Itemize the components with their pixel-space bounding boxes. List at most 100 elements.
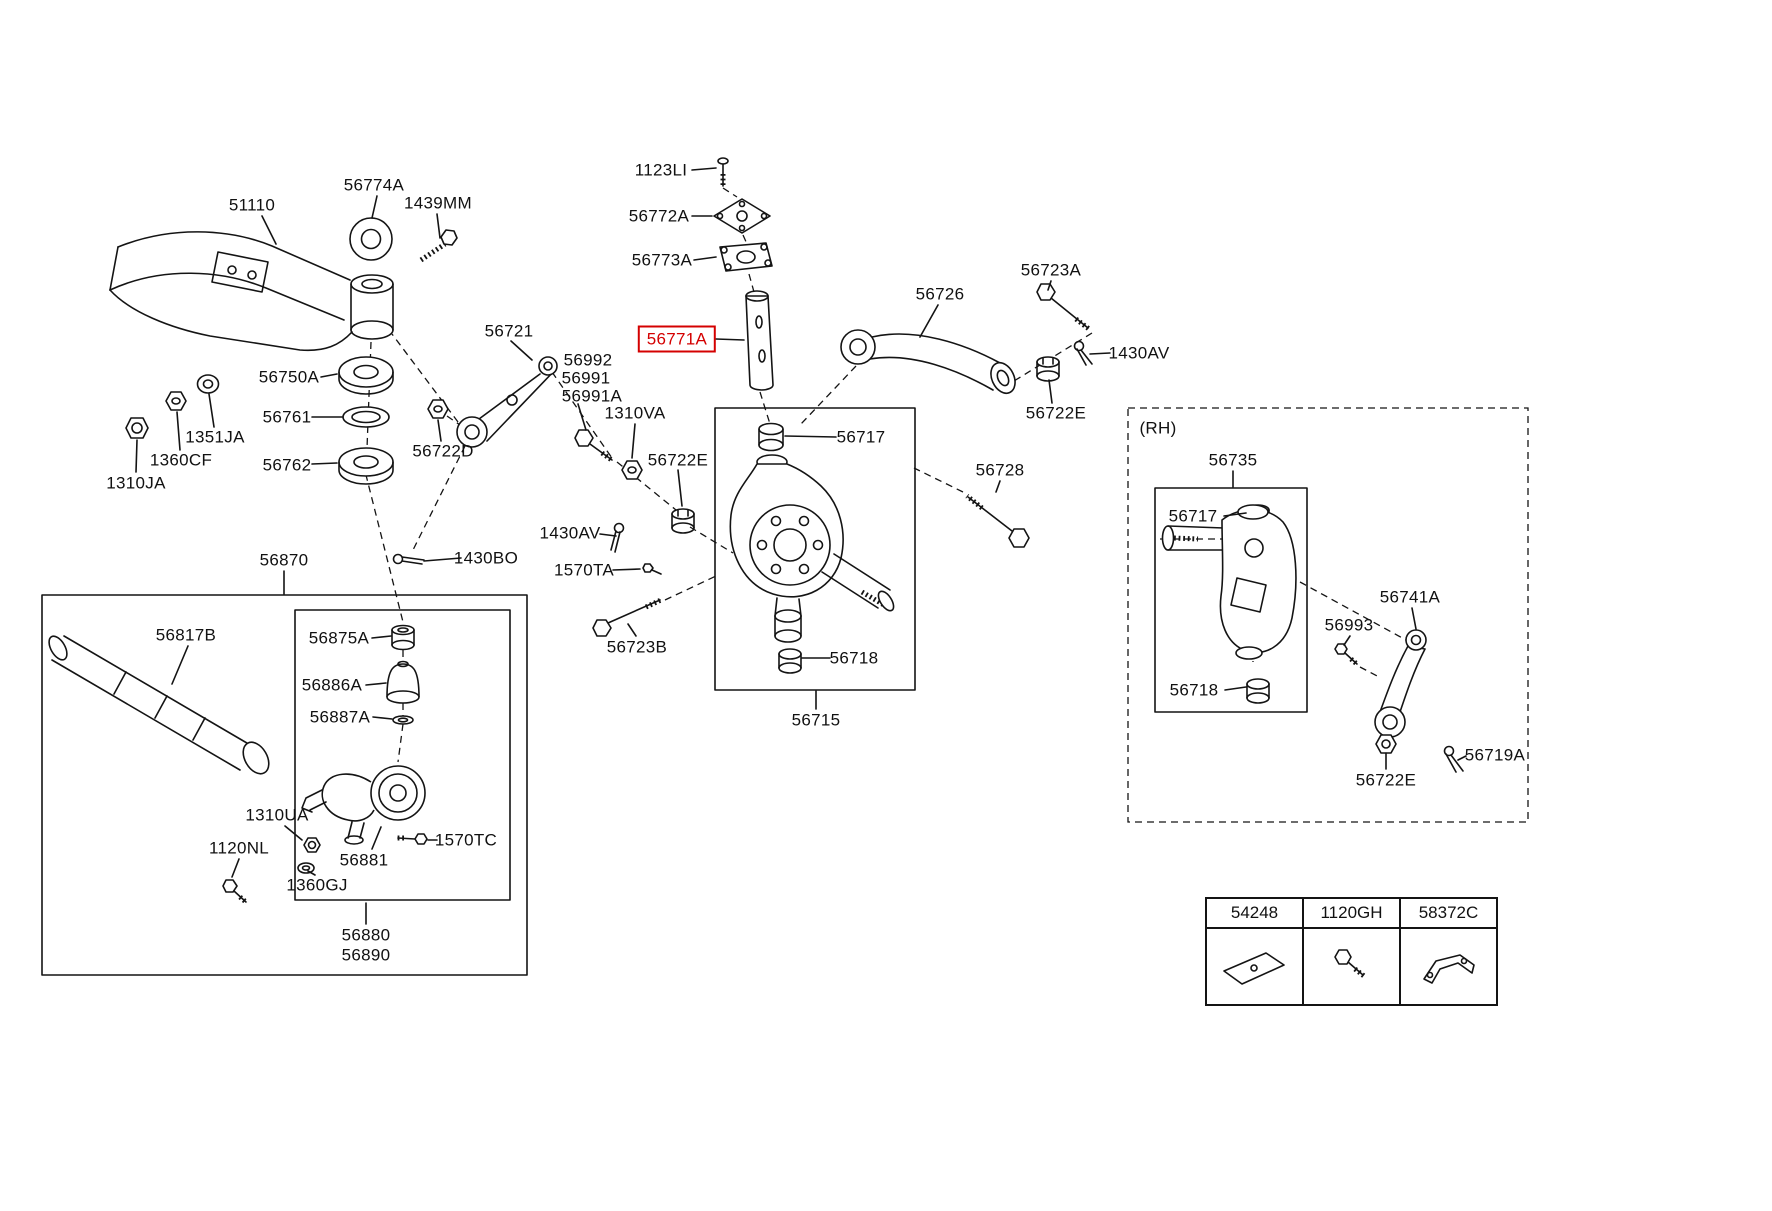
part-label-56741a[interactable]: 56741A [1379, 587, 1441, 607]
part-label-56762[interactable]: 56762 [262, 455, 312, 475]
part-label-56722e-rh[interactable]: 56722E [1355, 770, 1417, 790]
part-label-1360gj[interactable]: 1360GJ [286, 875, 348, 895]
part-label-56887a[interactable]: 56887A [309, 707, 371, 727]
part-label-56771a[interactable]: 56771A [637, 325, 717, 353]
cap-56717-drawing [758, 422, 784, 452]
leader-lines [135, 167, 1467, 925]
bolt-1120nl-drawing [222, 879, 249, 905]
bushing-56774a-drawing [349, 217, 393, 261]
bushing-56762-drawing [338, 447, 394, 485]
bolt-56723b-drawing [592, 597, 663, 637]
part-label-56774a[interactable]: 56774A [343, 175, 405, 195]
plate-54248-drawing [1205, 927, 1304, 1006]
part-label-56890[interactable]: 56890 [341, 945, 391, 965]
part-label-56993[interactable]: 56993 [1324, 615, 1374, 635]
washer-1360gj-drawing [297, 862, 315, 874]
fitting-1570ta-drawing [642, 563, 662, 575]
castle-nut-56722e-upper-right-drawing [1036, 356, 1060, 382]
bushing-56886a-drawing [386, 660, 420, 704]
plate-56772a-drawing [713, 198, 771, 234]
idler-arm-56721-drawing [456, 356, 558, 448]
part-label-56715[interactable]: 56715 [791, 710, 841, 730]
part-label-56886a[interactable]: 56886A [301, 675, 363, 695]
knuckle-56715-drawing [729, 454, 895, 643]
part-label-1439mm[interactable]: 1439MM [404, 193, 472, 213]
bearing-56750a-drawing [338, 356, 394, 395]
bracket-58372c-drawing [1399, 927, 1498, 1006]
part-label-56722e-upper-right[interactable]: 56722E [1025, 403, 1087, 423]
part-label-1430bo[interactable]: 1430BO [453, 548, 519, 568]
crossmember-51110-drawing [109, 231, 394, 352]
cap-56718-drawing [778, 648, 802, 674]
part-label-56735[interactable]: 56735 [1208, 450, 1258, 470]
part-label-56991a[interactable]: 56991A [561, 386, 623, 406]
part-label-56717[interactable]: 56717 [836, 427, 886, 447]
part-label-56880[interactable]: 56880 [341, 925, 391, 945]
part-label-56817b[interactable]: 56817B [155, 625, 217, 645]
cotter-pin-1430av-right-drawing [1073, 340, 1093, 366]
part-label-1123li[interactable]: 1123LI [634, 160, 688, 180]
bolt-1120gh-drawing [1302, 927, 1401, 1006]
cotter-pin-1430bo-drawing [392, 553, 425, 565]
part-label-56992[interactable]: 56992 [563, 350, 613, 370]
nut-1310ua-drawing [303, 837, 321, 853]
part-label-56750a[interactable]: 56750A [258, 367, 320, 387]
table-part-58372c[interactable]: 58372C [1399, 897, 1498, 929]
part-label-56722d[interactable]: 56722D [412, 441, 474, 461]
part-label-1430av-left[interactable]: 1430AV [539, 523, 601, 543]
part-label-56991[interactable]: 56991 [561, 368, 611, 388]
link-end-56881-drawing [301, 765, 426, 845]
reference-parts-table: 54248 1120GH 58372C [1205, 897, 1498, 1006]
arm-56741a-drawing [1374, 629, 1427, 738]
part-label-56719a[interactable]: 56719A [1464, 745, 1526, 765]
nut-1360cf-drawing [165, 391, 187, 411]
cotter-pin-1430av-left-drawing [610, 522, 625, 553]
bolt-56993-drawing [1334, 643, 1360, 667]
part-label-1310ua[interactable]: 1310UA [245, 805, 309, 825]
part-label-1310ja[interactable]: 1310JA [106, 473, 166, 493]
steering-link-box [41, 594, 528, 976]
part-label-56875a[interactable]: 56875A [308, 628, 370, 648]
table-part-1120gh[interactable]: 1120GH [1302, 897, 1401, 929]
bolt-56992-drawing [574, 429, 615, 464]
arm-56726-drawing [840, 329, 1016, 395]
part-label-1570tc[interactable]: 1570TC [434, 830, 498, 850]
part-label-56717-rh[interactable]: 56717 [1168, 506, 1218, 526]
table-part-54248[interactable]: 54248 [1205, 897, 1304, 929]
washer-1351ja-drawing [196, 374, 220, 394]
part-label-56726[interactable]: 56726 [915, 284, 965, 304]
rh-section-label: (RH) [1139, 418, 1177, 438]
part-label-56772a[interactable]: 56772A [628, 206, 690, 226]
nut-1310ja-drawing [125, 417, 149, 439]
nut-1310va-drawing [621, 460, 643, 480]
cotter-pin-56719a-drawing [1443, 745, 1464, 773]
part-label-1351ja[interactable]: 1351JA [185, 427, 245, 447]
part-label-56723b[interactable]: 56723B [606, 637, 668, 657]
part-label-1310va[interactable]: 1310VA [604, 403, 666, 423]
part-label-1360cf[interactable]: 1360CF [149, 450, 213, 470]
part-label-56723a[interactable]: 56723A [1020, 260, 1082, 280]
part-label-1120nl[interactable]: 1120NL [208, 838, 270, 858]
nut-56722d-drawing [427, 399, 449, 419]
part-label-56718-rh[interactable]: 56718 [1169, 680, 1219, 700]
bolt-1123li-drawing [717, 157, 729, 187]
part-label-56773a[interactable]: 56773A [631, 250, 693, 270]
cap-56718-rh-drawing [1246, 678, 1270, 704]
part-label-56870[interactable]: 56870 [259, 550, 309, 570]
part-label-1570ta[interactable]: 1570TA [553, 560, 615, 580]
part-label-56761[interactable]: 56761 [262, 407, 312, 427]
nut-56875a-drawing [391, 624, 415, 651]
part-label-1430av-right[interactable]: 1430AV [1108, 343, 1170, 363]
castle-nut-56722e-center-drawing [671, 508, 695, 534]
part-label-56718[interactable]: 56718 [829, 648, 879, 668]
part-label-56728[interactable]: 56728 [975, 460, 1025, 480]
washer-56761-drawing [342, 406, 390, 428]
part-label-51110[interactable]: 51110 [228, 195, 276, 215]
part-label-56881[interactable]: 56881 [339, 850, 389, 870]
part-label-56722e-center[interactable]: 56722E [647, 450, 709, 470]
nut-56722e-rh-drawing [1375, 734, 1397, 754]
bolt-56728-drawing [965, 494, 1030, 548]
part-label-56721[interactable]: 56721 [484, 321, 534, 341]
